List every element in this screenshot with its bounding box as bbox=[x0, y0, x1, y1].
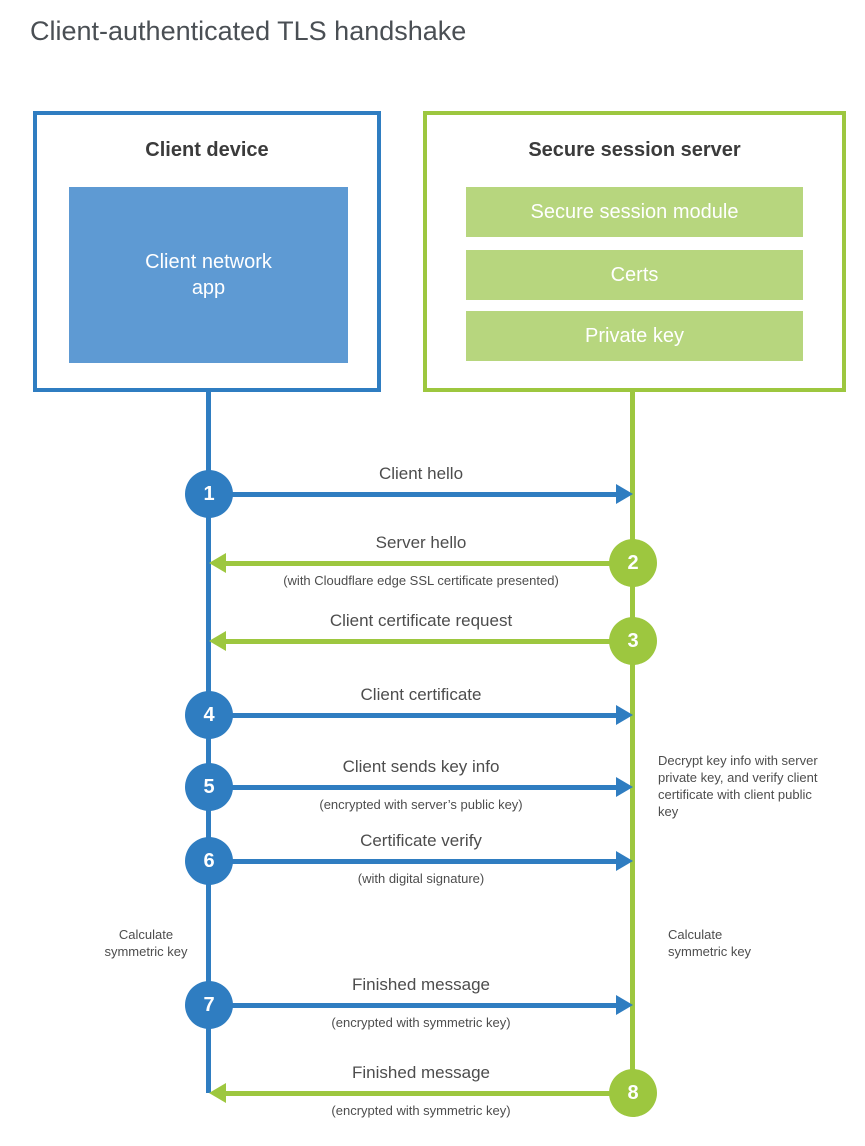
arrow-right-icon bbox=[616, 484, 633, 504]
server-lifeline bbox=[630, 392, 635, 1097]
client-network-app-box: Client network app bbox=[69, 187, 348, 363]
private-key-box: Private key bbox=[466, 311, 803, 361]
server-calculate-symmetric-key-note: Calculate symmetric key bbox=[668, 927, 752, 959]
arrow-left-icon bbox=[209, 553, 226, 573]
client-lifeline bbox=[206, 392, 211, 1093]
step-2-arrow-shaft bbox=[222, 561, 633, 566]
step-number: 7 bbox=[203, 993, 215, 1016]
client-calculate-symmetric-key-note: Calculate symmetric key bbox=[104, 927, 188, 959]
step-number: 5 bbox=[203, 775, 215, 798]
step-3-badge: 3 bbox=[609, 617, 657, 665]
page-title: Client-authenticated TLS handshake bbox=[30, 16, 467, 46]
step-number: 1 bbox=[203, 482, 215, 505]
step-7-sublabel: (encrypted with symmetric key) bbox=[331, 1015, 511, 1030]
step-1-label: Client hello bbox=[378, 464, 464, 483]
step-6-badge: 6 bbox=[185, 837, 233, 885]
step-6-arrow-shaft bbox=[209, 859, 620, 864]
certs-box: Certs bbox=[466, 250, 803, 300]
step-7-label: Finished message bbox=[352, 975, 490, 994]
step-2-label: Server hello bbox=[375, 533, 467, 552]
arrow-right-icon bbox=[616, 995, 633, 1015]
arrow-right-icon bbox=[616, 705, 633, 725]
step-3-label: Client certificate request bbox=[329, 611, 513, 630]
step-4-badge: 4 bbox=[185, 691, 233, 739]
step-5-sublabel: (encrypted with server’s public key) bbox=[319, 797, 523, 812]
step-6-label: Certificate verify bbox=[360, 831, 482, 850]
step-6-sublabel: (with digital signature) bbox=[357, 871, 485, 886]
secure-session-module-box: Secure session module bbox=[466, 187, 803, 237]
step-8-label: Finished message bbox=[352, 1063, 490, 1082]
step-8-sublabel: (encrypted with symmetric key) bbox=[331, 1103, 511, 1118]
step-8-arrow-shaft bbox=[222, 1091, 633, 1096]
step-5-badge: 5 bbox=[185, 763, 233, 811]
step-5-arrow-shaft bbox=[209, 785, 620, 790]
step-8-badge: 8 bbox=[609, 1069, 657, 1117]
arrow-right-icon bbox=[616, 851, 633, 871]
client-device-title: Client device bbox=[145, 139, 269, 161]
step-3-arrow-shaft bbox=[222, 639, 633, 644]
arrow-right-icon bbox=[616, 777, 633, 797]
step-7-badge: 7 bbox=[185, 981, 233, 1029]
step-1-arrow-shaft bbox=[209, 492, 620, 497]
client-network-app-label: Client network app bbox=[145, 251, 272, 299]
step-2-sublabel: (with Cloudflare edge SSL certificate pr… bbox=[283, 573, 559, 588]
step-5-label: Client sends key info bbox=[342, 757, 500, 776]
step-number: 8 bbox=[627, 1081, 639, 1104]
step-number: 3 bbox=[627, 629, 639, 652]
step-2-badge: 2 bbox=[609, 539, 657, 587]
arrow-left-icon bbox=[209, 1083, 226, 1103]
step-7-arrow-shaft bbox=[209, 1003, 620, 1008]
step-4-arrow-shaft bbox=[209, 713, 620, 718]
arrow-left-icon bbox=[209, 631, 226, 651]
secure-session-server-title: Secure session server bbox=[528, 139, 741, 161]
step-1-badge: 1 bbox=[185, 470, 233, 518]
server-decrypt-note: Decrypt key info with server private key… bbox=[658, 753, 818, 819]
step-number: 4 bbox=[203, 703, 215, 726]
step-number: 2 bbox=[627, 551, 639, 574]
step-number: 6 bbox=[203, 849, 215, 872]
step-4-label: Client certificate bbox=[360, 685, 482, 704]
